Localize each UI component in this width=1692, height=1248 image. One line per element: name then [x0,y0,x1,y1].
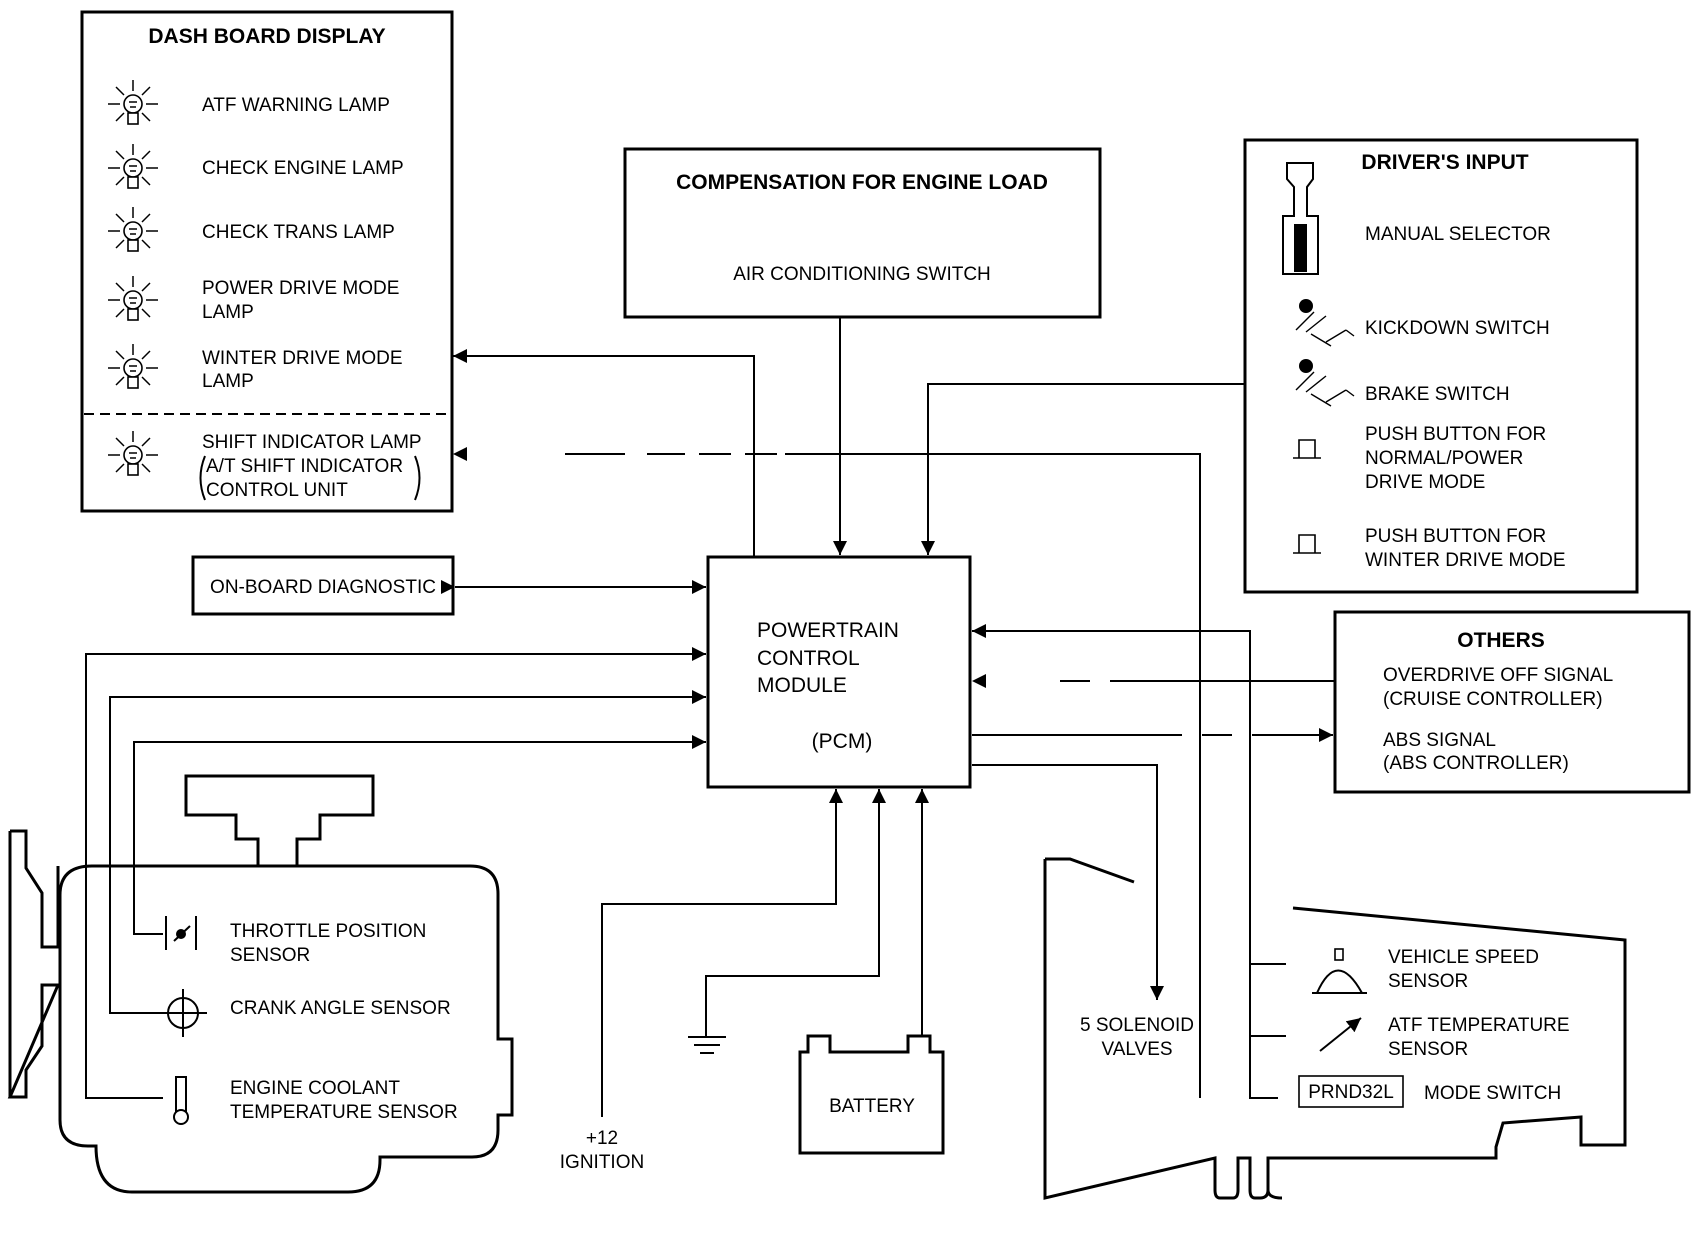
dashboard-display-box: DASH BOARD DISPLAY ATF WARNING LAMP CHEC… [80,10,454,513]
dashboard-title: DASH BOARD DISPLAY [148,25,385,48]
compensation-title: COMPENSATION FOR ENGINE LOAD [676,171,1048,194]
atf-temperature-sensor-line2: SENSOR [1388,1039,1468,1060]
winter-drive-mode-lamp-label-line1: WINTER DRIVE MODE [202,348,403,369]
throttle-position-sensor-line2: SENSOR [230,945,310,966]
obd-label: ON-BOARD DIAGNOSTIC [210,577,436,598]
check-trans-lamp-label: CHECK TRANS LAMP [202,222,395,243]
vehicle-speed-sensor-line2: SENSOR [1388,971,1468,992]
atf-temperature-sensor-icon [1319,1017,1362,1052]
battery-label: BATTERY [829,1096,915,1117]
power-drive-mode-lamp-label-line2: LAMP [202,302,254,323]
drivers-input-box: DRIVER'S INPUT MANUAL SELECTOR KICKDOWN … [1243,138,1639,594]
atf-warning-lamp-label: ATF WARNING LAMP [202,95,390,116]
air-conditioning-switch-label: AIR CONDITIONING SWITCH [733,264,991,285]
atf-temperature-sensor-line1: ATF TEMPERATURE [1388,1015,1570,1036]
shift-indicator-lamp-icon [107,430,159,476]
vehicle-speed-sensor-icon [1312,948,1367,994]
pcm-label-line2: CONTROL [757,647,860,670]
engine-coolant-sensor-line1: ENGINE COOLANT [230,1078,400,1099]
brake-switch-label: BRAKE SWITCH [1365,384,1510,405]
connection-lines [85,317,1335,1117]
atf-warning-lamp-icon [107,79,159,125]
transmission-outline [1043,857,1627,1200]
ignition-label-line1: +12 [586,1128,618,1149]
overdrive-off-signal-line1: OVERDRIVE OFF SIGNAL [1383,665,1613,686]
push-button-power-line1: PUSH BUTTON FOR [1365,424,1546,445]
kickdown-switch-icon [1295,298,1355,347]
shift-indicator-lamp-label: SHIFT INDICATOR LAMP [202,432,422,453]
mode-switch-icon: PRND32L [1298,1075,1404,1108]
push-button-winter-line2: WINTER DRIVE MODE [1365,550,1566,571]
winter-drive-mode-lamp-label-line2: LAMP [202,371,254,392]
manual-selector-icon [1282,162,1319,275]
check-engine-lamp-label: CHECK ENGINE LAMP [202,158,404,179]
others-title: OTHERS [1457,629,1545,652]
crank-angle-sensor-label: CRANK ANGLE SENSOR [230,998,451,1019]
compensation-box: COMPENSATION FOR ENGINE LOAD AIR CONDITI… [623,147,1102,319]
overdrive-off-signal-line2: (CRUISE CONTROLLER) [1383,689,1603,710]
check-engine-lamp-icon [107,143,159,189]
solenoid-valves-line2: VALVES [1101,1039,1172,1060]
throttle-position-sensor-line1: THROTTLE POSITION [230,921,426,942]
ignition-label-line2: IGNITION [560,1152,644,1173]
power-drive-mode-lamp-label-line1: POWER DRIVE MODE [202,278,399,299]
shift-indicator-control-unit-line2: CONTROL UNIT [206,480,348,501]
others-box: OTHERS OVERDRIVE OFF SIGNAL (CRUISE CONT… [1333,610,1691,794]
power-drive-mode-lamp-icon [107,275,159,321]
paren-right [414,455,421,501]
pcm-label-line3: MODULE [757,674,847,697]
obd-box: ON-BOARD DIAGNOSTIC [191,555,455,616]
shift-indicator-control-unit-line1: A/T SHIFT INDICATOR [206,456,403,477]
push-button-power-line2: NORMAL/POWER [1365,448,1523,469]
brake-switch-icon [1295,358,1355,407]
engine-coolant-sensor-icon [173,1076,189,1125]
paren-left [199,455,206,501]
throttle-position-sensor-icon [165,916,197,950]
pcm-label-line4: (PCM) [812,730,873,753]
mode-switch-label: MODE SWITCH [1424,1083,1561,1104]
engine-outline [7,774,514,1194]
ground-icon [688,1036,726,1054]
battery-icon: BATTERY [798,1034,945,1155]
pcm-label-line1: POWERTRAIN [757,619,899,642]
winter-drive-mode-lamp-icon [107,343,159,389]
abs-signal-line2: (ABS CONTROLLER) [1383,753,1569,774]
pcm-box: POWERTRAIN CONTROL MODULE (PCM) [706,555,972,789]
kickdown-switch-label: KICKDOWN SWITCH [1365,318,1550,339]
push-button-winter-line1: PUSH BUTTON FOR [1365,526,1546,547]
engine-coolant-sensor-line2: TEMPERATURE SENSOR [230,1102,458,1123]
push-button-winter-icon [1292,534,1322,554]
abs-signal-line1: ABS SIGNAL [1383,730,1496,751]
mode-switch-prnd-label: PRND32L [1308,1082,1394,1103]
solenoid-valves-line1: 5 SOLENOID [1080,1015,1194,1036]
manual-selector-label: MANUAL SELECTOR [1365,224,1551,245]
crank-angle-sensor-icon [159,989,207,1037]
vehicle-speed-sensor-line1: VEHICLE SPEED [1388,947,1539,968]
drivers-input-title: DRIVER'S INPUT [1361,151,1528,174]
push-button-power-line3: DRIVE MODE [1365,472,1485,493]
check-trans-lamp-icon [107,206,159,252]
push-button-power-icon [1292,439,1322,459]
